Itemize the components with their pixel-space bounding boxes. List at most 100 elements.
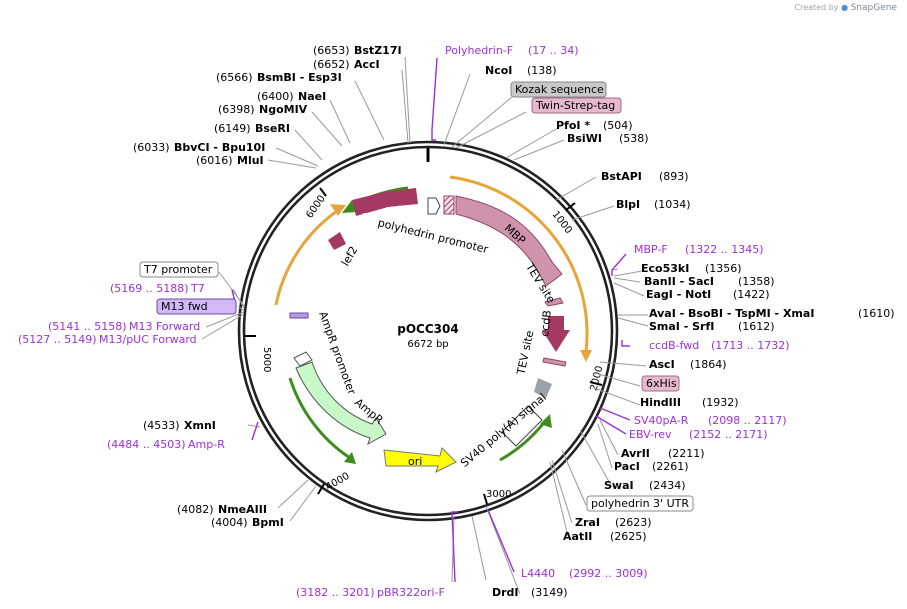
- lef2-label: lef2: [339, 244, 361, 268]
- primer-name: ccdB-fwd: [649, 339, 699, 352]
- orf-arc-left: [274, 207, 341, 306]
- primer-name: L4440: [521, 567, 555, 580]
- t7-promoter-label: T7 promoter: [143, 263, 213, 276]
- primer-name: Polyhedrin-F: [445, 44, 513, 57]
- enzyme-pos: (4004): [211, 516, 248, 529]
- green-arrowhead: [540, 414, 552, 428]
- ccdb-label: ccdB: [538, 310, 554, 338]
- enzyme-name: AscI: [649, 358, 675, 371]
- enzyme-name: BbvCI - Bpu10I: [174, 141, 265, 154]
- enzyme-pos: (6400): [257, 90, 294, 103]
- enzyme-pos: (1932): [702, 396, 739, 409]
- enzyme-name: XmnI: [184, 419, 216, 432]
- enzyme-name: NgoMIV: [259, 103, 308, 116]
- plasmid-name: pOCC304: [397, 322, 458, 336]
- enzyme-name: BsmBI - Esp3I: [257, 71, 342, 84]
- enzyme-pos: (1612): [738, 320, 775, 333]
- m13-fwd-label: M13 fwd: [161, 300, 208, 313]
- enzyme-pos: (6149): [214, 122, 251, 135]
- ruler-2000: 2000: [589, 365, 606, 392]
- ampr-promoter-arrow: [293, 351, 313, 367]
- primer-name: SV40pA-R: [634, 414, 689, 427]
- m13-fwd-feature: [289, 312, 309, 319]
- enzyme-pos: (1422): [733, 288, 770, 301]
- enzyme-name: BsiWI: [567, 132, 602, 145]
- backbone-outer: [237, 140, 619, 522]
- green-arc-bottom-left: [288, 377, 351, 460]
- enzyme-name: MluI: [237, 154, 264, 167]
- primer-name: MBP-F: [634, 243, 668, 256]
- polyhedrin-promoter-label: polyhedrin promoter: [377, 216, 490, 256]
- enzyme-name: BstZ17I: [354, 44, 402, 57]
- his-tag-feature: [534, 378, 552, 398]
- 6xhis-label: 6xHis: [646, 377, 677, 390]
- enzyme-name: BanII - SacI: [644, 275, 714, 288]
- enzyme-pos: (1864): [690, 358, 727, 371]
- tev-site-2-label: TEV site: [514, 329, 536, 376]
- primer-name: M13 Forward: [129, 320, 200, 333]
- ori-label: ori: [408, 455, 422, 468]
- orf-arc-right: [449, 175, 589, 353]
- enzyme-pos: (4533): [143, 419, 180, 432]
- snapgene-credit: Created by ● SnapGene: [794, 3, 898, 13]
- enzyme-name: PacI: [614, 460, 640, 473]
- enzyme-pos: (893): [659, 170, 689, 183]
- orf-arrowhead: [330, 204, 346, 216]
- primer-name: Amp-R: [188, 438, 225, 451]
- enzyme-name: PfoI *: [556, 119, 590, 132]
- enzyme-name: SwaI: [604, 479, 634, 492]
- primer-range: (2152 .. 2171): [689, 428, 768, 441]
- polyhedrin-promoter-arrow: [427, 197, 441, 215]
- enzyme-pos: (1034): [654, 198, 691, 211]
- tev-site-2: [542, 357, 567, 367]
- enzyme-name: DrdI: [492, 586, 519, 599]
- enzyme-name: AccI: [354, 58, 380, 71]
- primer-name: T7: [190, 282, 205, 295]
- orf603-arrow: [352, 188, 418, 216]
- ruler-label: 4000: [324, 471, 352, 493]
- ori-arrow: [383, 447, 457, 473]
- primer-range: (5141 .. 5158): [48, 320, 127, 333]
- ruler-label: 6000: [304, 193, 328, 220]
- lef2-arrow: [328, 232, 346, 250]
- kozak-label: Kozak sequence: [515, 83, 604, 96]
- enzyme-pos: (138): [527, 64, 557, 77]
- primer-range: (1322 .. 1345): [685, 243, 764, 256]
- orf-arrowhead: [580, 350, 592, 362]
- enzyme-pos: (2623): [615, 516, 652, 529]
- mbp-arrow: [455, 195, 563, 287]
- enzyme-name: BpmI: [252, 516, 284, 529]
- enzyme-name: BlpI: [616, 198, 640, 211]
- ampr-arrow: [295, 361, 387, 446]
- green-arrowhead: [342, 200, 356, 213]
- ruler-label: 5000: [261, 347, 272, 372]
- ruler-label: 3000: [486, 489, 511, 500]
- enzyme-name: HindIII: [640, 396, 681, 409]
- ccdb-arrow: [542, 316, 570, 352]
- twin-strep-feature: [443, 195, 455, 215]
- enzyme-pos: (2625): [610, 530, 647, 543]
- tev-site-1: [544, 297, 564, 307]
- enzyme-pos: (1358): [738, 275, 775, 288]
- ruler-5000: 5000: [244, 335, 272, 372]
- plasmid-size: 6672 bp: [407, 339, 448, 350]
- primer-range: (3182 .. 3201): [296, 586, 375, 599]
- primer-name: pBR322ori-F: [377, 586, 445, 599]
- enzyme-name: BstAPI: [601, 170, 642, 183]
- primer-name: M13/pUC Forward: [99, 333, 197, 346]
- ruler-3000: 3000: [483, 489, 511, 505]
- primer-range: (4484 .. 4503): [107, 438, 186, 451]
- enzyme-pos: (6566): [216, 71, 253, 84]
- twin-strep-label: Twin-Strep-tag: [535, 99, 615, 112]
- enzyme-pos: (1610): [858, 307, 895, 320]
- enzyme-pos: (6033): [133, 141, 170, 154]
- enzyme-pos: (6016): [196, 154, 233, 167]
- primer-range: (1713 .. 1732): [711, 339, 790, 352]
- enzyme-pos: (6652): [313, 58, 350, 71]
- enzyme-pos: (3149): [531, 586, 568, 599]
- primer-range: (5127 .. 5149): [18, 333, 97, 346]
- enzyme-name: NmeAIII: [218, 503, 267, 516]
- enzyme-name: SmaI - SrfI: [649, 320, 714, 333]
- primer-markers: [231, 57, 631, 583]
